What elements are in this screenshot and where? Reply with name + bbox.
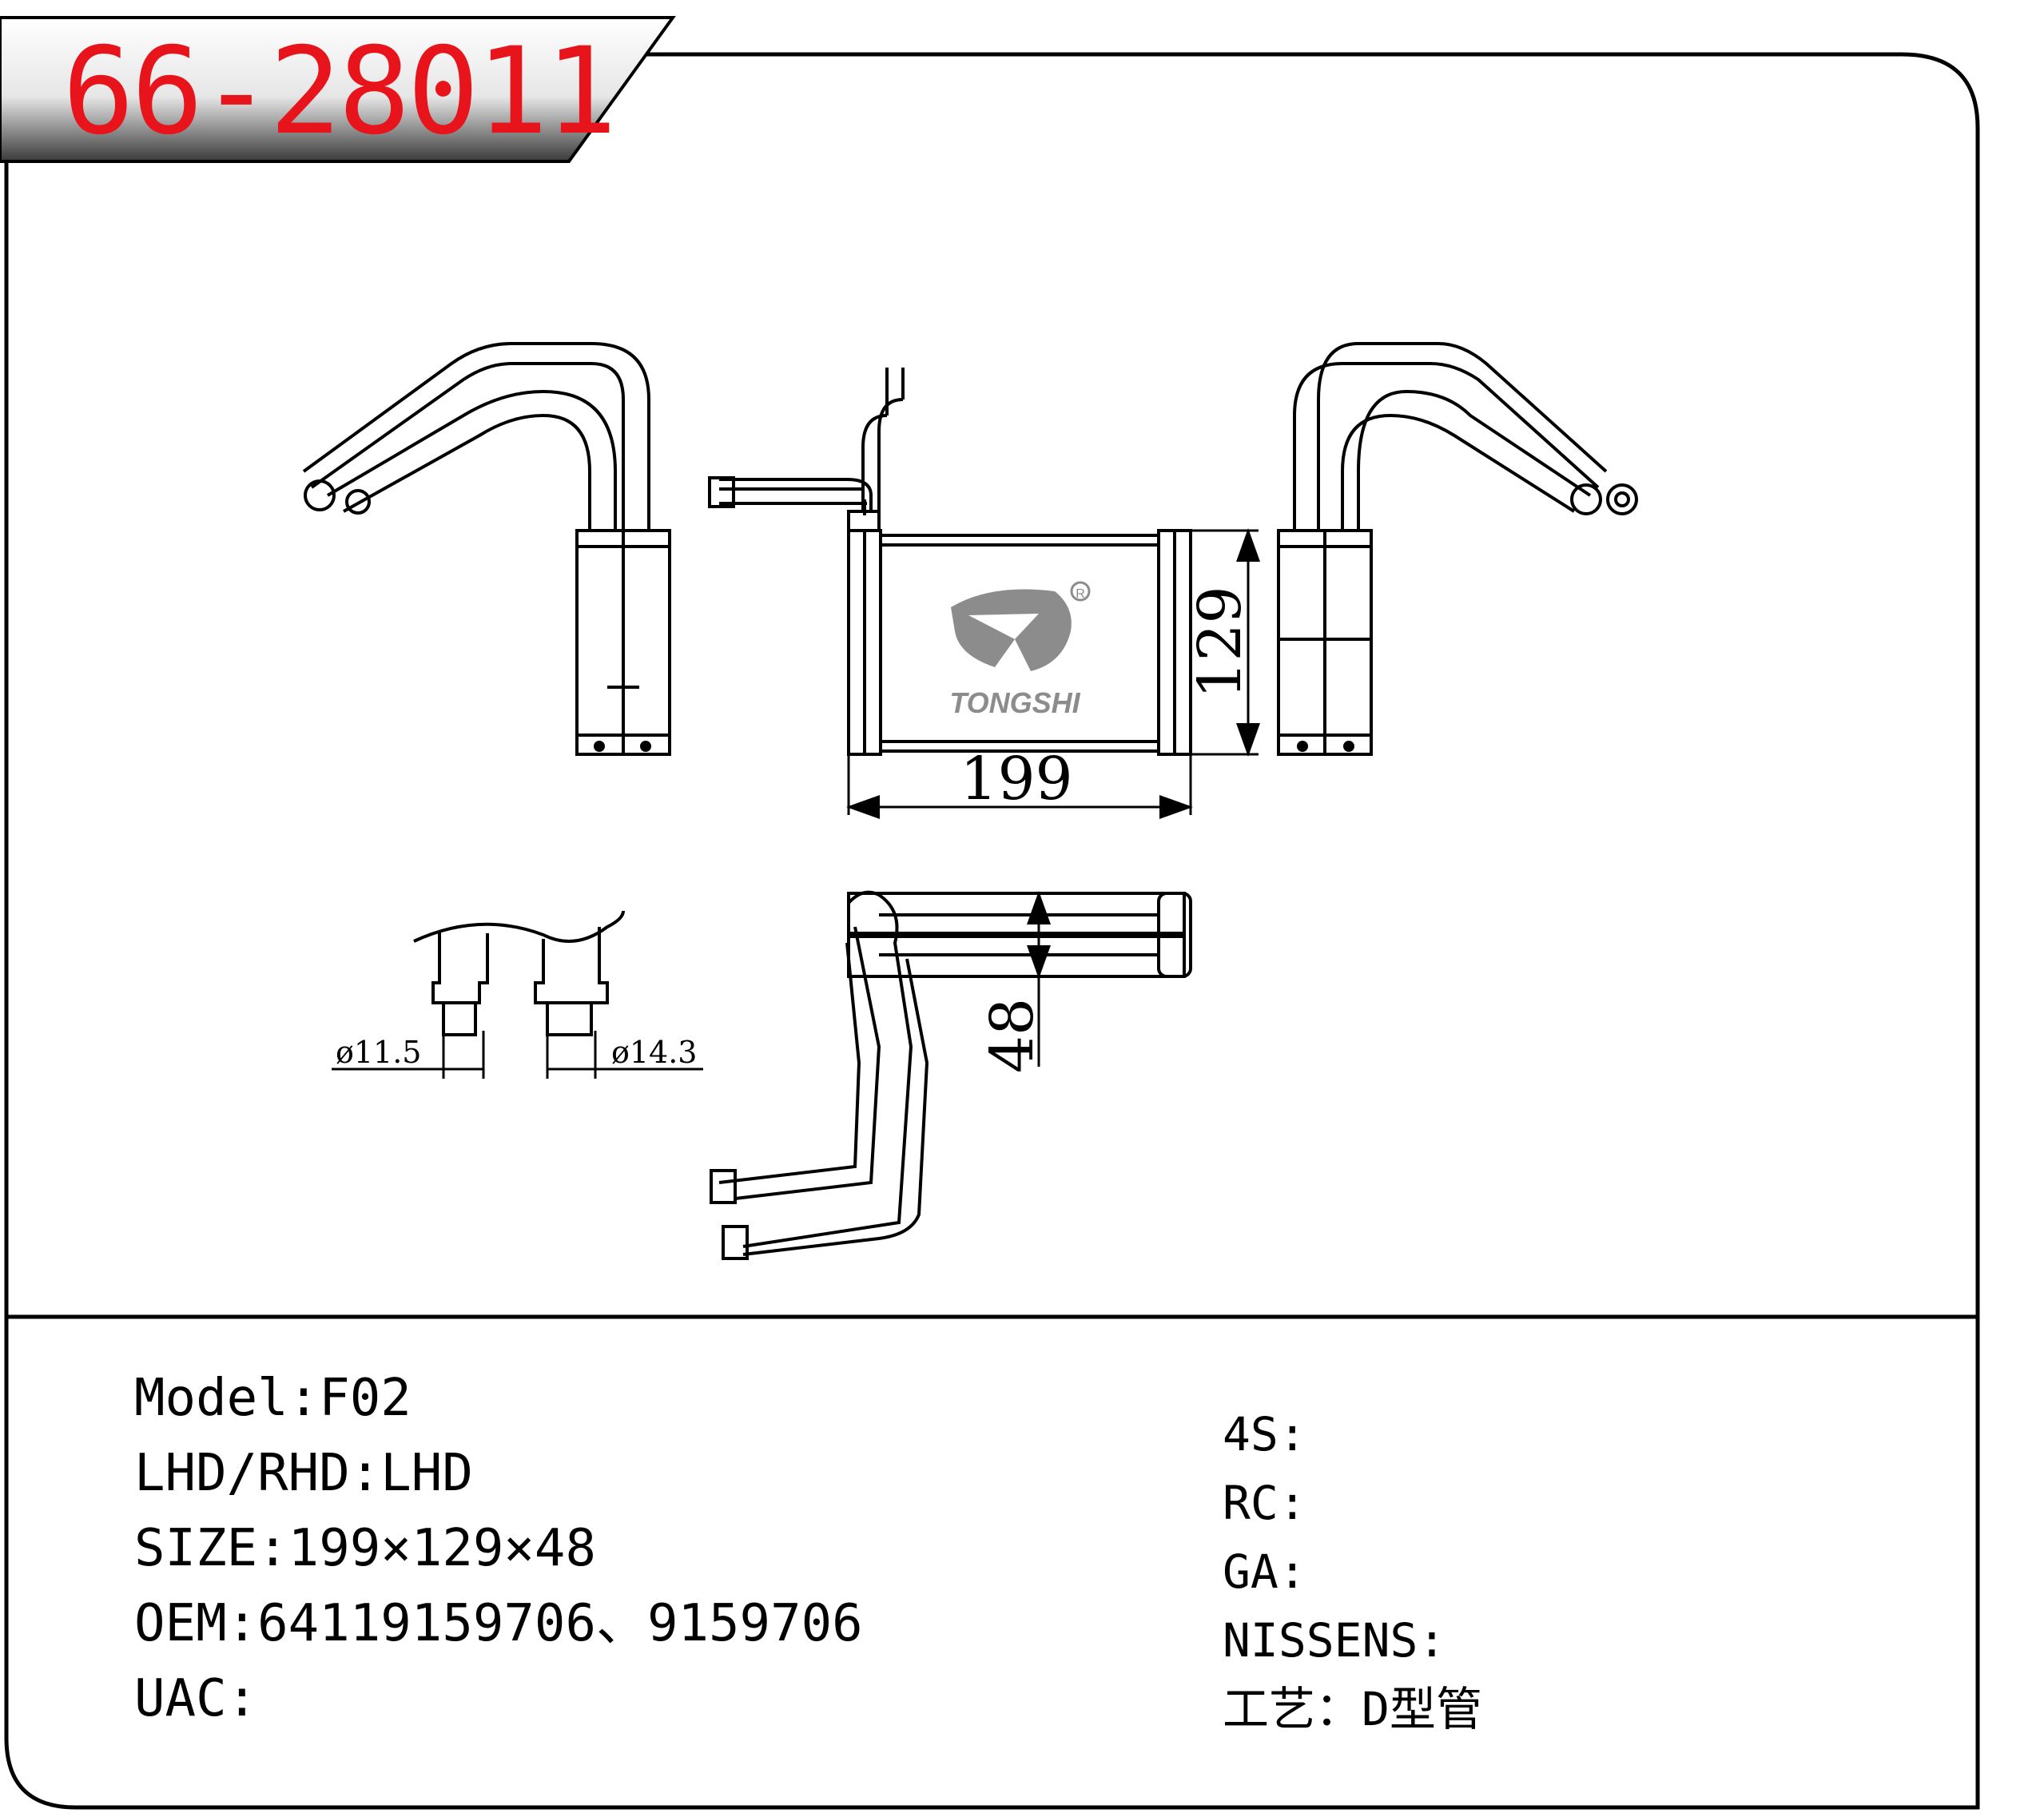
outlet-diameter: ø14.3 [611, 1035, 698, 1070]
top-view [710, 890, 1192, 1260]
front-view [708, 368, 1192, 756]
spec-row-rc: RC: [1223, 1476, 1306, 1530]
spec-row-ga: GA: [1223, 1545, 1306, 1599]
tongshi-logo [951, 581, 1091, 671]
spec-row-size: SIZE:199×129×48 [134, 1519, 596, 1578]
spec-row-model: Model:F02 [134, 1369, 412, 1428]
dimension-lines [332, 528, 1260, 1079]
inlet-diameter: ø11.5 [336, 1035, 422, 1070]
width-dimension: 199 [960, 745, 1072, 813]
part-number-tab [0, 16, 676, 163]
outer-border [4, 52, 1980, 1810]
depth-dimension: 48 [978, 998, 1047, 1073]
spec-row-uac: UAC: [134, 1669, 258, 1728]
brand-name: TONGSHI [949, 686, 1080, 719]
spec-row-oem: OEM:64119159706、9159706 [134, 1594, 863, 1653]
side-view-left [302, 342, 671, 756]
registered-mark: R [1076, 587, 1085, 601]
spec-row-4s: 4S: [1223, 1407, 1306, 1461]
spec-row-process: 工艺：D型管 [1223, 1682, 1482, 1736]
spec-row-nissens: NISSENS: [1223, 1613, 1446, 1668]
height-dimension: 129 [1186, 586, 1255, 698]
pipe-detail [413, 910, 625, 1036]
part-number: 66-28011 [62, 22, 617, 161]
side-view-right [1277, 342, 1638, 756]
spec-row-drive-side: LHD/RHD:LHD [134, 1444, 473, 1503]
